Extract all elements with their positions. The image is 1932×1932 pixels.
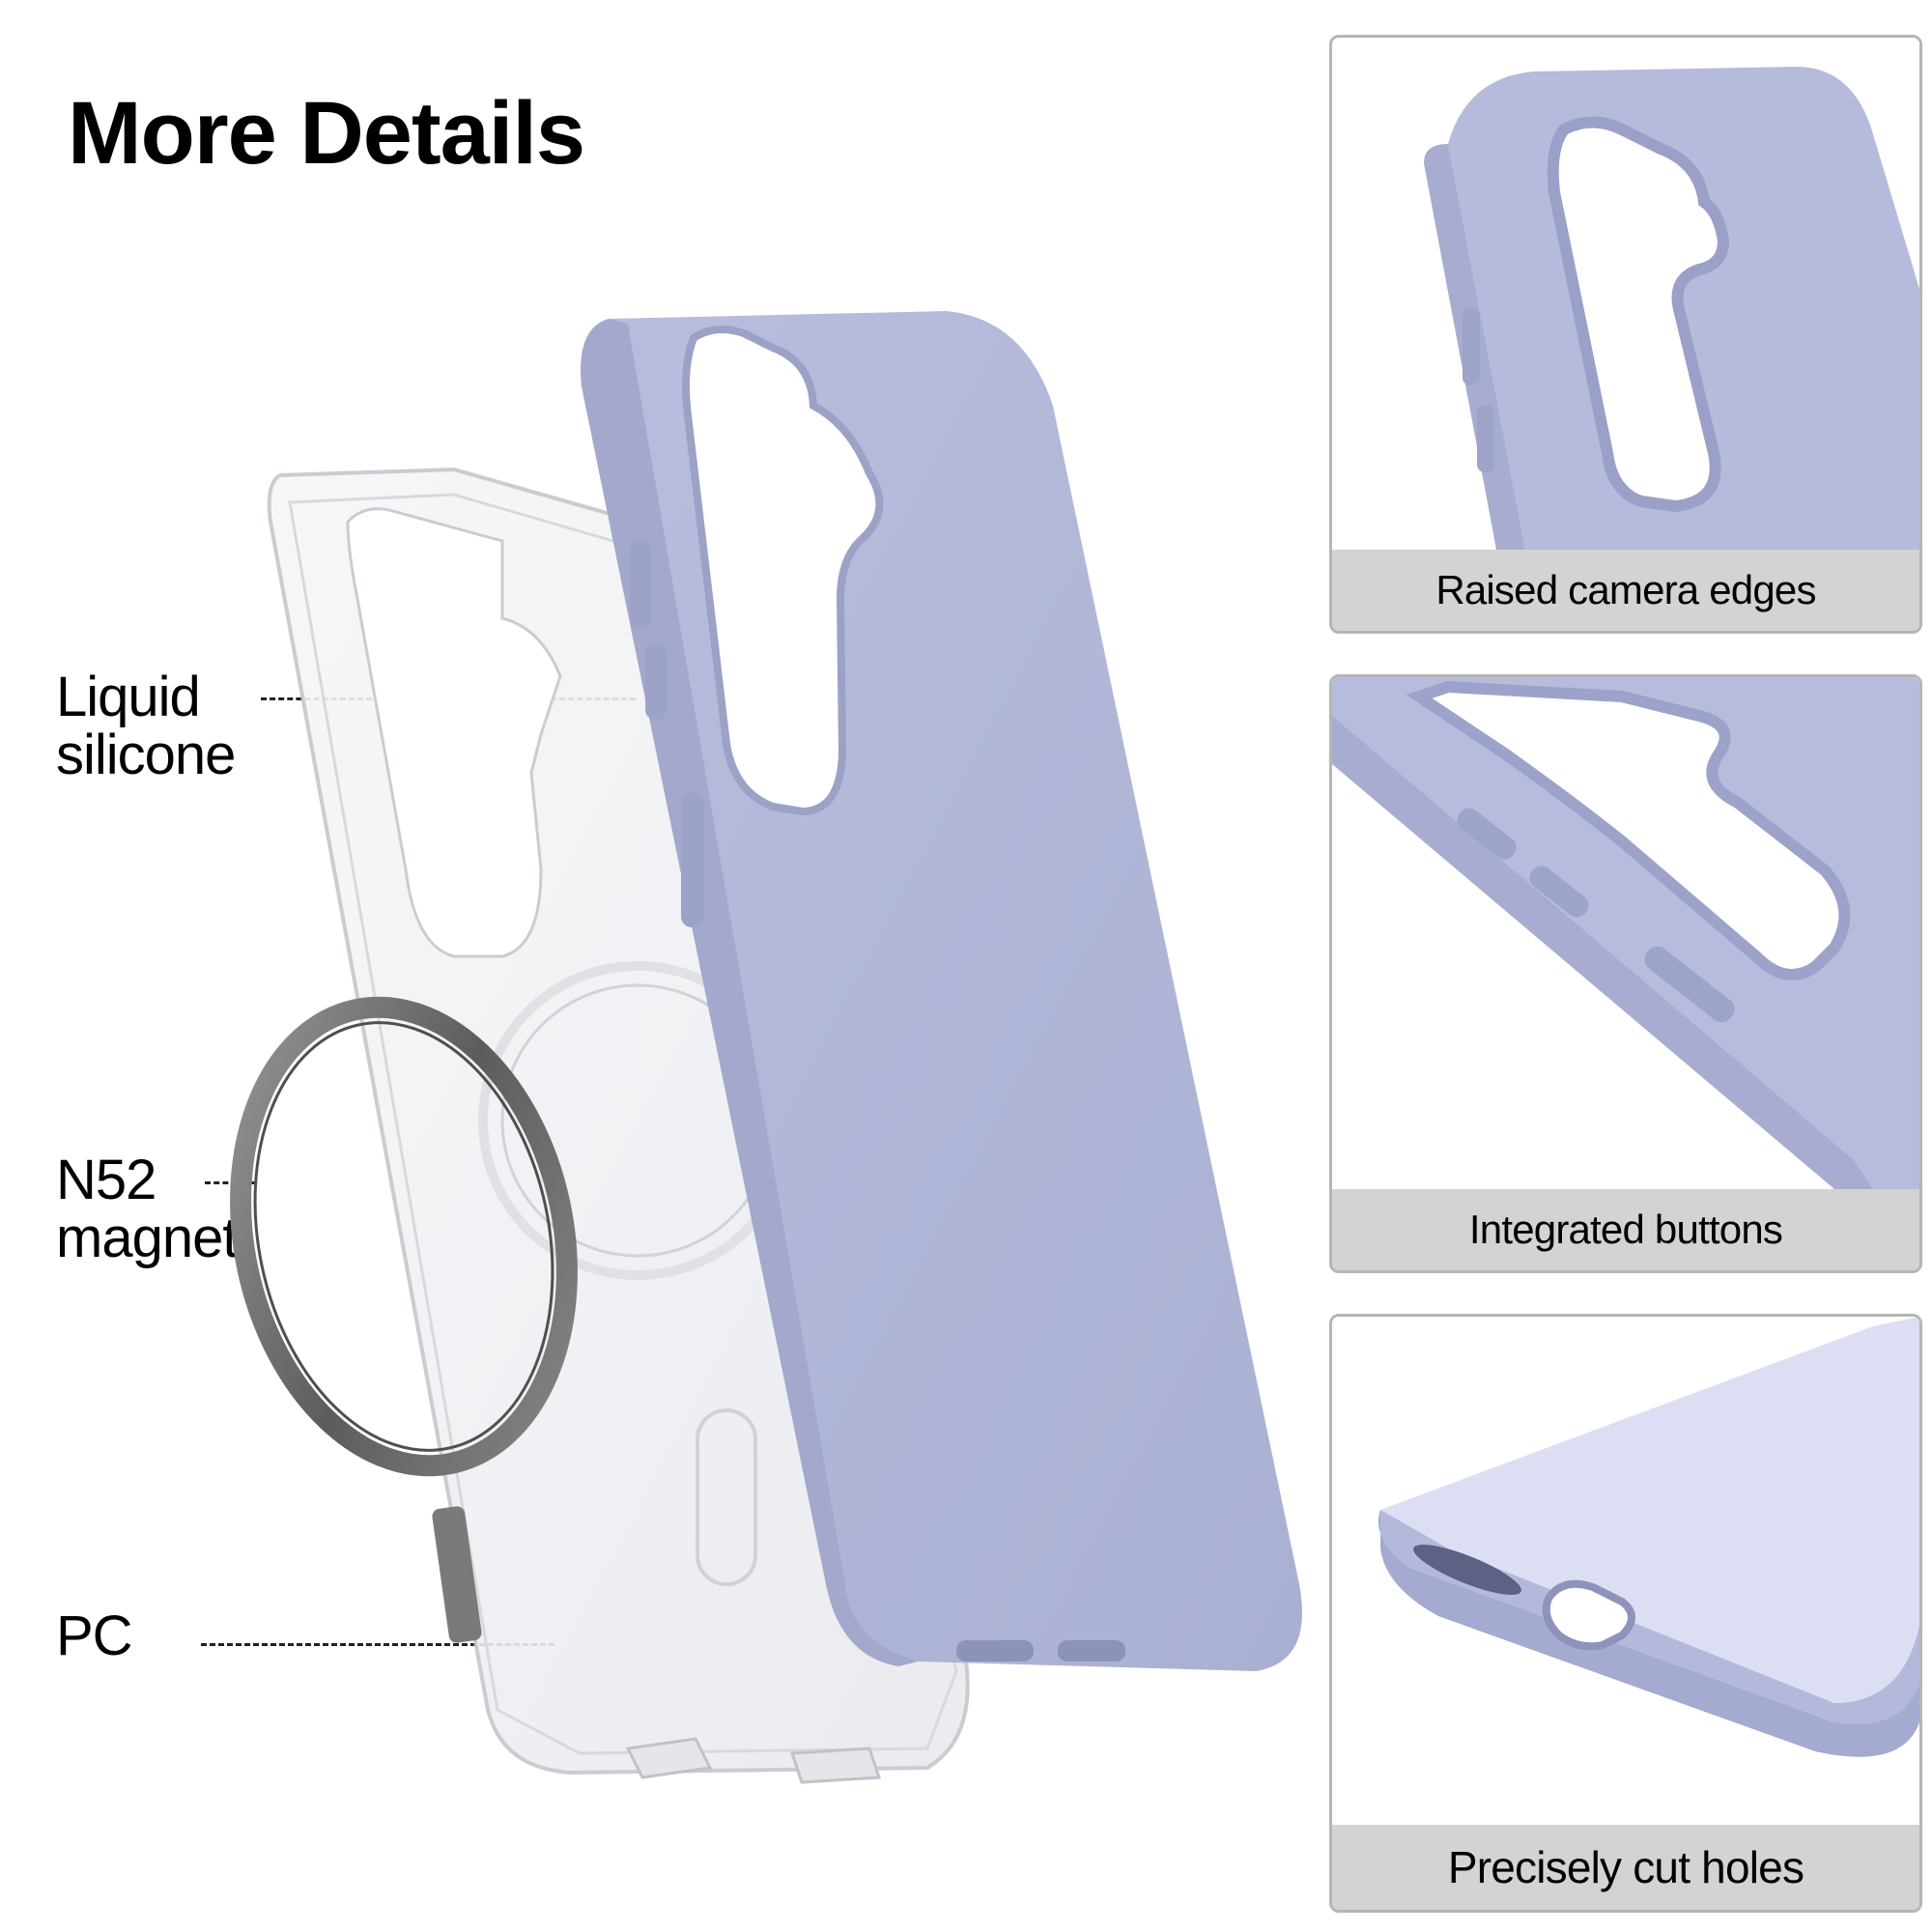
feature-panel-holes: Precisely cut holes [1329,1314,1922,1913]
feature-caption: Raised camera edges [1435,567,1816,612]
caption-bar: Precisely cut holes [1332,1825,1919,1910]
feature-caption: Precisely cut holes [1447,1842,1804,1892]
page-title: More Details [68,84,585,183]
lavender-silicone-case [581,311,1302,1671]
n52-magnet-label: N52 magnet [56,1149,238,1270]
bottom-holes-closeup [1332,1317,1919,1829]
caption-bar: Integrated buttons [1332,1189,1919,1270]
pc-label: PC [56,1605,133,1667]
caption-bar: Raised camera edges [1332,550,1919,631]
feature-caption: Integrated buttons [1468,1207,1783,1252]
feature-panel-buttons: Integrated buttons [1329,674,1922,1273]
buttons-closeup [1332,677,1919,1189]
camera-edge-closeup [1332,38,1919,550]
clear-pc-shell [267,467,970,1784]
liquid-silicone-label: Liquid silicone [56,666,236,787]
n52-magnet-ring [230,996,578,1643]
n52-magnet-leader [205,1181,255,1184]
feature-panel-camera: Raised camera edges [1329,35,1922,634]
pc-leader [201,1643,554,1646]
